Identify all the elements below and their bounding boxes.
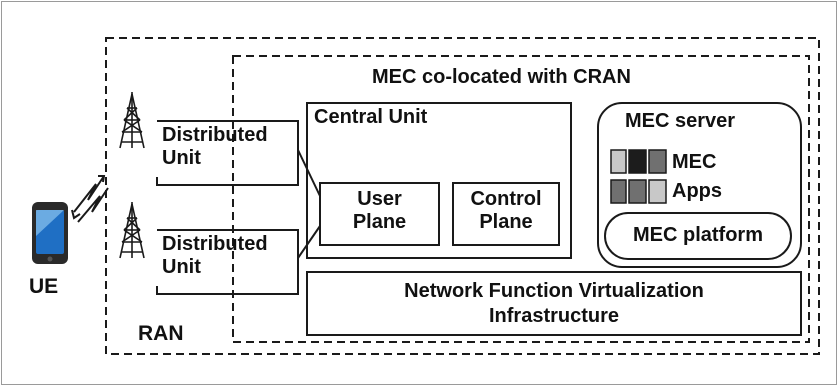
antenna-icon: [119, 92, 145, 149]
ran-label: RAN: [138, 322, 184, 345]
ue-label: UE: [29, 275, 59, 298]
distributed-unit-bottom-box: [156, 229, 299, 295]
ran-boundary: [105, 37, 820, 355]
central-unit-box: [306, 102, 572, 259]
user-plane-box: [319, 182, 440, 246]
nfvi-label: Network Function Virtualization Infrastr…: [404, 280, 704, 327]
cran-title: MEC co-located with CRAN: [372, 66, 631, 88]
phone-icon: [32, 202, 68, 264]
nfvi-box: [306, 271, 802, 336]
distributed-unit-top-label: Distributed Unit: [162, 124, 268, 169]
mec-platform-box: [604, 212, 792, 260]
cran-boundary: [232, 55, 810, 343]
control-plane-box: [452, 182, 560, 246]
mec-apps-label: MEC Apps: [672, 151, 722, 202]
distributed-unit-top-box: [156, 120, 299, 186]
distributed-unit-bottom-label: Distributed Unit: [162, 233, 268, 278]
du-top-connector: [297, 149, 321, 197]
central-unit-label: Central Unit: [314, 106, 428, 128]
mec-server-box: [597, 102, 802, 268]
user-plane-label: User Plane: [352, 188, 407, 233]
wireless-link-icon: [71, 175, 109, 223]
mec-platform-label: MEC platform: [633, 224, 763, 246]
du-bottom-connector: [297, 225, 321, 259]
control-plane-label: Control Plane: [470, 188, 542, 233]
antenna-icon: [119, 202, 145, 259]
mec-app-blocks: [610, 149, 667, 204]
mec-server-label: MEC server: [625, 110, 736, 132]
